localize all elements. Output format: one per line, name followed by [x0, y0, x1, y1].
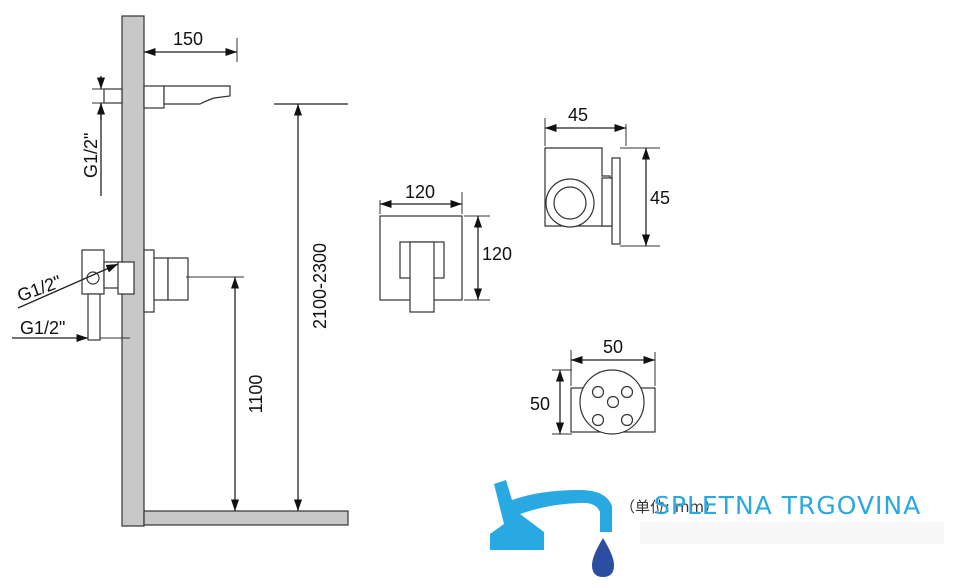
floor	[143, 510, 349, 526]
dim-head-height: 2100-2300	[274, 103, 348, 511]
dim-knob-width-label: 45	[568, 105, 588, 125]
dim-square-height-label: 120	[482, 244, 512, 264]
dim-head-height-label: 2100-2300	[310, 243, 330, 329]
dim-thread-top-label: G1/2"	[81, 133, 101, 178]
units-label: （单位: mm）	[620, 498, 719, 516]
dim-thread-mid-label: G1/2"	[15, 271, 65, 305]
dim-round-width-label: 50	[603, 337, 623, 357]
dim-square-width-label: 120	[405, 182, 435, 202]
round-handle-view: 50 50	[530, 337, 656, 435]
dim-thread-bottom-label: G1/2"	[20, 318, 65, 338]
square-plate-view: 120 120	[379, 182, 512, 313]
dim-mount-height-label: 1100	[246, 375, 266, 414]
watermark-text: SPLETNA TRGOVINA	[654, 491, 921, 520]
side-elevation: 150 G1/2" G1/2"	[12, 15, 349, 527]
watermark-band	[640, 522, 944, 544]
dim-thread-top: G1/2"	[81, 76, 122, 196]
faucet-drop-logo	[490, 480, 614, 577]
dim-spout-reach: 150	[144, 29, 238, 62]
dim-thread-bottom: G1/2"	[12, 318, 130, 343]
dim-round-height-label: 50	[530, 394, 550, 414]
drop-icon	[592, 538, 614, 577]
dim-mount-height: 1100	[186, 276, 266, 511]
watermark: SPLETNA TRGOVINA	[490, 480, 944, 577]
concealed-mixer	[81, 249, 189, 341]
knob-view: 45 45	[544, 105, 670, 247]
dim-spout-reach-label: 150	[173, 29, 203, 49]
faucet-icon	[490, 480, 612, 550]
dim-knob-height-label: 45	[650, 188, 670, 208]
